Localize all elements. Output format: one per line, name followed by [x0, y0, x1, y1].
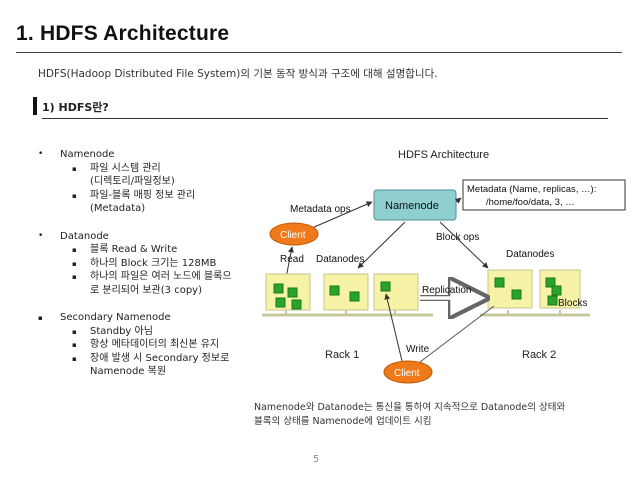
bullet-text: Namenode — [60, 149, 115, 160]
bullet-gap — [36, 216, 232, 230]
replication-label: Replication — [422, 285, 471, 296]
block-ops-label: Block ops — [436, 232, 479, 243]
diagram-caption: Namenode와 Datanode는 통신을 통하여 지속적으로 Datano… — [254, 401, 565, 429]
bullet-text: Standby 아님 — [90, 325, 153, 337]
bullet-marker: ▪ — [72, 191, 77, 200]
client-top-label: Client — [280, 230, 306, 241]
bullet-item: • Datanode — [36, 230, 232, 244]
hdfs-architecture-diagram: HDFS Architecture Rack 1 Rack 2 Namenode… — [262, 149, 626, 384]
bullet-marker: ▪ — [72, 341, 77, 349]
write-label: Write — [406, 344, 430, 355]
metadata-line1: Metadata (Name, replicas, …): — [467, 184, 596, 195]
read-arrow — [285, 246, 294, 279]
bullet-text: 항상 메타데이터의 최신본 유지 — [90, 339, 220, 350]
bullet-item: ▪ 파일-블록 매핑 정보 관리 — [36, 189, 232, 203]
client-bottom — [383, 360, 433, 384]
section-title: 1) HDFS란? — [42, 101, 109, 114]
bullet-item: ▪ 장애 발생 시 Secondary 정보로 — [36, 352, 232, 366]
datanode-3 — [373, 273, 419, 311]
bullet-text: 파일-블록 매핑 정보 관리 — [90, 189, 196, 201]
bullet-marker: ▪ — [72, 164, 77, 173]
datanode-5 — [539, 269, 581, 309]
datanodes-left-label: Datanodes — [316, 254, 364, 265]
bullet-item: ▪ Secondary Namenode — [36, 311, 232, 325]
namenode-label: Namenode — [385, 200, 439, 212]
bullet-text: 로 분리되어 보관(3 copy) — [90, 284, 202, 296]
bullet-text: Datanode — [60, 230, 109, 242]
title-divider — [16, 52, 622, 53]
bullet-marker: ▪ — [72, 327, 77, 336]
slide-subtitle: HDFS(Hadoop Distributed File System)의 기본… — [38, 68, 438, 80]
section-marker — [33, 97, 37, 115]
bullet-text: Secondary Namenode — [60, 312, 171, 323]
bullet-item: Namenode 복원 — [36, 365, 232, 379]
datanode-4 — [487, 269, 533, 309]
bullet-item: • Namenode — [36, 148, 232, 162]
bullet-marker: • — [38, 230, 44, 241]
bullet-marker: ▪ — [38, 314, 43, 322]
metadata-box — [462, 179, 626, 211]
bullet-text: 파일 시스템 관리 — [90, 162, 161, 174]
rack1-label: Rack 1 — [325, 349, 359, 361]
namenode-metadata-arrow — [454, 197, 462, 204]
datanodes-right-label: Datanodes — [506, 249, 554, 260]
bullet-item: (디렉토리/파일정보) — [36, 175, 232, 189]
section-divider — [42, 118, 608, 119]
read-label: Read — [280, 254, 304, 265]
write-arrow — [384, 293, 403, 362]
bullet-marker: ▪ — [72, 273, 77, 281]
metadata-ops-arrow — [311, 201, 373, 229]
datanode-1 — [265, 273, 311, 311]
rack2-label: Rack 2 — [522, 349, 556, 361]
bullet-item: ▪ Standby 아님 — [36, 325, 232, 339]
bullet-text: Namenode 복원 — [90, 366, 167, 377]
bullet-text: 블록 Read & Write — [90, 244, 178, 255]
namenode-box — [373, 189, 457, 221]
bullet-marker: • — [38, 149, 44, 159]
bullet-item: ▪ 블록 Read & Write — [36, 243, 232, 257]
write-rack2-line — [419, 305, 495, 363]
caption-line-2: 블록의 상태를 Namenode에 업데이트 시킴 — [254, 416, 432, 427]
bullet-item: ▪ 파일 시스템 관리 — [36, 162, 232, 176]
client-bottom-label: Client — [394, 368, 420, 379]
bullet-text: (Metadata) — [90, 203, 146, 214]
page-number: 5 — [313, 454, 320, 465]
bullet-item: ▪ 하나의 파일은 여러 노드에 블록으 — [36, 270, 232, 284]
block-ops-right-arrow — [439, 221, 489, 269]
caption-line-1: Namenode와 Datanode는 통신을 통하여 지속적으로 Datano… — [254, 402, 566, 413]
bullet-text: (디렉토리/파일정보) — [90, 176, 175, 187]
metadata-line2: /home/foo/data, 3, … — [486, 197, 575, 208]
datanode-2 — [323, 273, 369, 311]
bullet-marker: ▪ — [72, 354, 77, 363]
rack1-links — [285, 310, 396, 315]
bullet-marker: ▪ — [72, 246, 77, 254]
diagram-title: HDFS Architecture — [398, 149, 489, 161]
client-top — [269, 222, 319, 246]
slide-title: 1. HDFS Architecture — [16, 22, 230, 45]
bullet-text: 장애 발생 시 Secondary 정보로 — [90, 352, 230, 364]
rack2-links — [507, 310, 561, 315]
bullet-gap — [36, 297, 232, 311]
bullet-item: (Metadata) — [36, 202, 232, 216]
bullet-item: ▪ 항상 메타데이터의 최신본 유지 — [36, 338, 232, 352]
bullet-marker: ▪ — [72, 259, 77, 268]
bullet-list: • Namenode ▪ 파일 시스템 관리 (디렉토리/파일정보) ▪ 파일-블록 매핑 … — [36, 148, 232, 379]
block-ops-left-arrow — [357, 221, 406, 269]
bullet-item: ▪ 하나의 Block 크기는 128MB — [36, 257, 232, 271]
metadata-ops-label: Metadata ops — [290, 204, 351, 215]
bullet-text: 하나의 파일은 여러 노드에 블록으 — [90, 271, 232, 282]
bullet-text: 하나의 Block 크기는 128MB — [90, 257, 217, 269]
blocks-label: Blocks — [558, 298, 587, 309]
bullet-item: 로 분리되어 보관(3 copy) — [36, 284, 232, 298]
